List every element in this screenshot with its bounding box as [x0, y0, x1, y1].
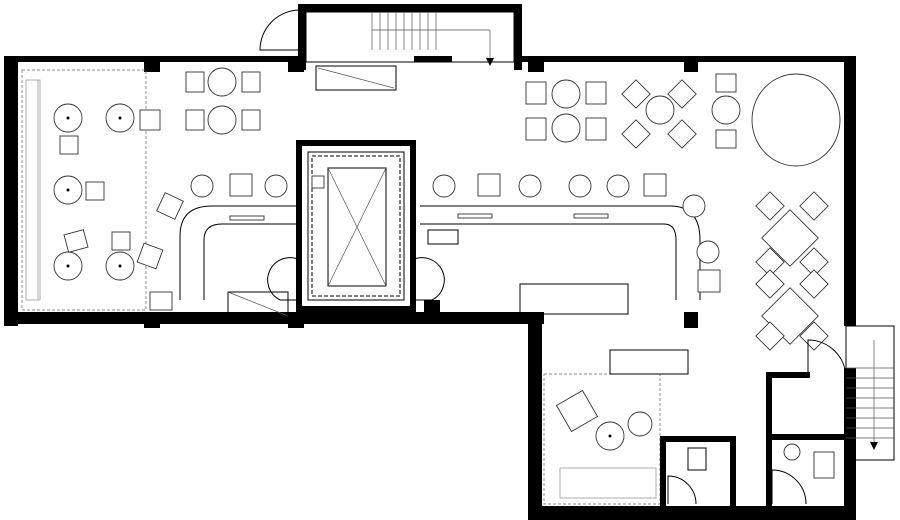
door-icon — [259, 9, 301, 51]
top-center-tables — [185, 65, 397, 135]
right-dining-area — [525, 73, 841, 351]
chair-icon — [190, 173, 721, 293]
exterior-walls — [4, 4, 856, 520]
chair-icon — [525, 73, 737, 149]
toilet-icon — [660, 372, 846, 512]
diagonal-table-group — [755, 191, 829, 351]
chair-icon — [59, 109, 184, 311]
table-icon — [551, 73, 841, 167]
left-dining-area — [21, 69, 184, 311]
elevator-icon — [267, 140, 445, 312]
table-icon — [53, 103, 135, 281]
bar-counter — [179, 173, 721, 317]
stair-icon — [305, 11, 515, 66]
stair-icon — [807, 325, 895, 461]
